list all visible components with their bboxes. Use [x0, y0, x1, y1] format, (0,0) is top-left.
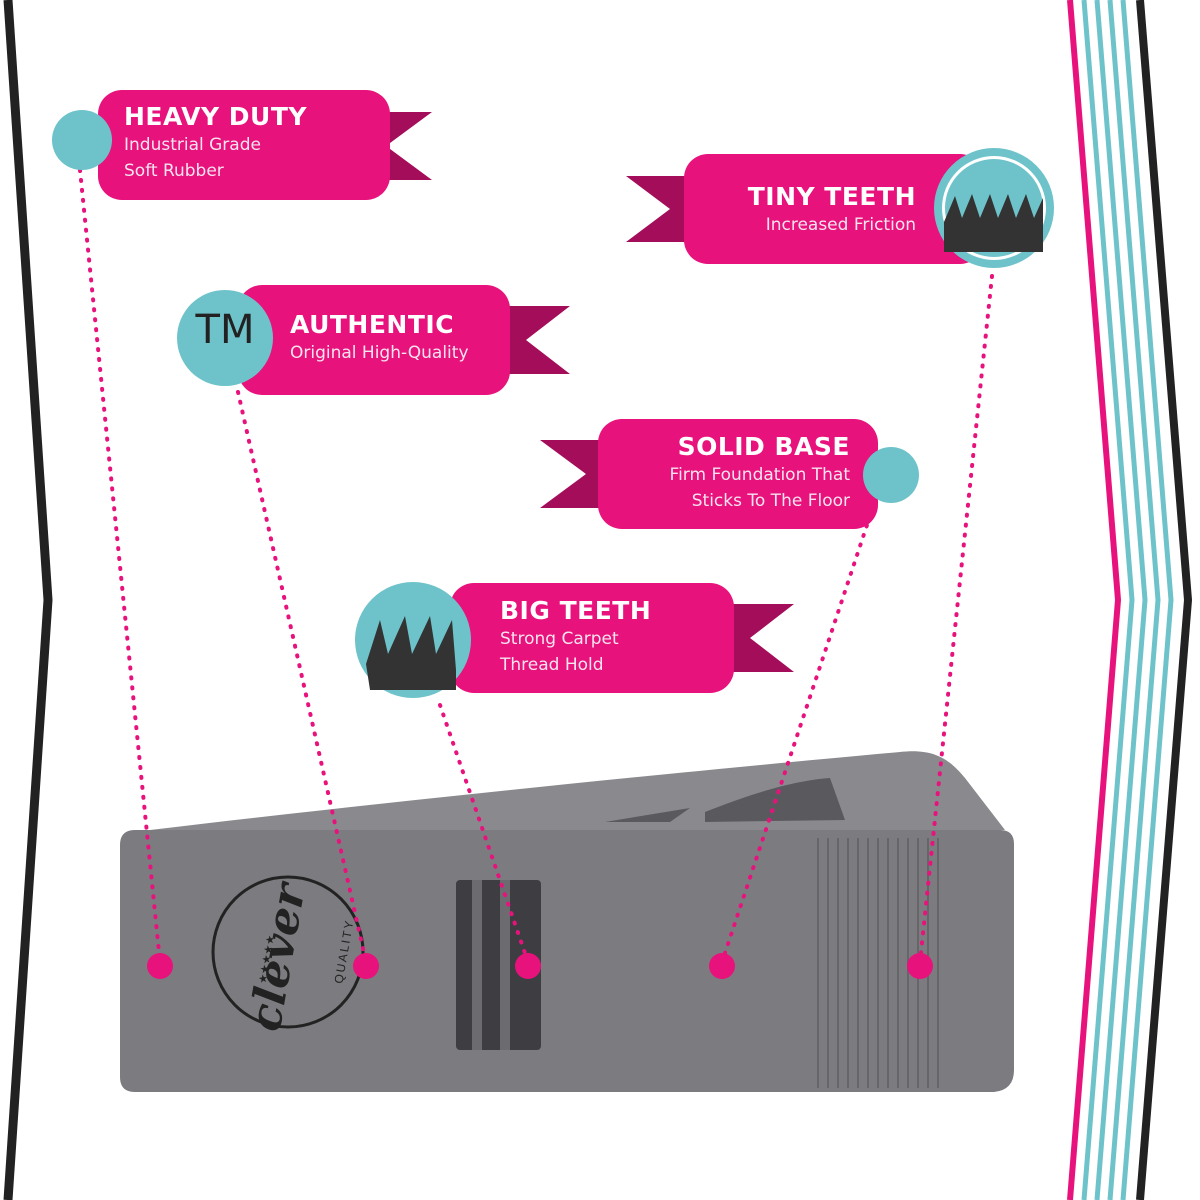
callout-authentic: [177, 285, 570, 395]
leader-lines: [78, 168, 994, 964]
door-stop-product: clever QUALITY ★★★★★: [120, 751, 1014, 1092]
callout-title: HEAVY DUTY: [124, 102, 308, 131]
marker-dots: [147, 953, 933, 979]
teal-dot-icon: [52, 110, 112, 170]
callout-subtitle: Increased Friction: [765, 215, 916, 235]
leader-authentic: [236, 390, 368, 964]
teal-dot-icon: [863, 447, 919, 503]
tiny-teeth-label: TINY TEETH Increased Friction: [700, 182, 916, 238]
marker-dot-authentic: [353, 953, 379, 979]
callout-subtitle: Original High-Quality: [290, 343, 469, 363]
callout-bar: [684, 154, 984, 264]
callout-subtitle: Industrial Grade: [124, 135, 261, 155]
callout-title: BIG TEETH: [500, 596, 652, 625]
authentic-label: AUTHENTIC Original High-Quality: [290, 310, 469, 366]
tm-badge-circle: [177, 290, 273, 386]
callout-subtitle: Strong Carpet: [500, 629, 619, 649]
heavy-duty-label: HEAVY DUTY Industrial Grade Soft Rubber: [124, 102, 307, 184]
callout-heavy-duty: [52, 90, 432, 200]
callout-bar: [450, 583, 734, 693]
left-border-line: [3, 0, 53, 1200]
slot-grooves: [456, 880, 541, 1050]
wedge-top-surface: [150, 751, 1005, 830]
callout-solid-base: [540, 419, 919, 529]
wedge-front-face: [120, 830, 1014, 1092]
tm-badge-text: TM: [195, 307, 255, 353]
callout-bar: [598, 419, 878, 529]
marker-dot-big-teeth: [515, 953, 541, 979]
callout-subtitle: Firm Foundation That: [669, 465, 850, 485]
marker-dot-tiny-teeth: [907, 953, 933, 979]
callout-tiny-teeth: [626, 148, 1054, 268]
marker-dot-solid-base: [709, 953, 735, 979]
callout-subtitle: Soft Rubber: [124, 161, 224, 181]
grip-ridges: [817, 838, 939, 1088]
callout-subtitle: Sticks To The Floor: [691, 491, 850, 511]
callout-big-teeth: [355, 582, 794, 698]
callout-bar: [238, 285, 510, 395]
wedge-cutout-left: [605, 808, 690, 822]
big-teeth-label: BIG TEETH Strong Carpet Thread Hold: [500, 596, 651, 678]
callout-bar: [98, 90, 390, 200]
marker-dot-heavy-duty: [147, 953, 173, 979]
solid-base-label: SOLID BASE Firm Foundation That Sticks T…: [610, 432, 850, 514]
callout-title: AUTHENTIC: [290, 310, 455, 339]
callout-title: TINY TEETH: [747, 182, 916, 211]
callout-subtitle: Thread Hold: [500, 655, 604, 675]
right-border-stripes: [1067, 0, 1193, 1200]
callout-title: SOLID BASE: [677, 432, 850, 461]
leader-solid-base: [720, 514, 872, 964]
brand-stamp-circle: [211, 875, 365, 1029]
leader-heavy-duty: [78, 168, 162, 964]
